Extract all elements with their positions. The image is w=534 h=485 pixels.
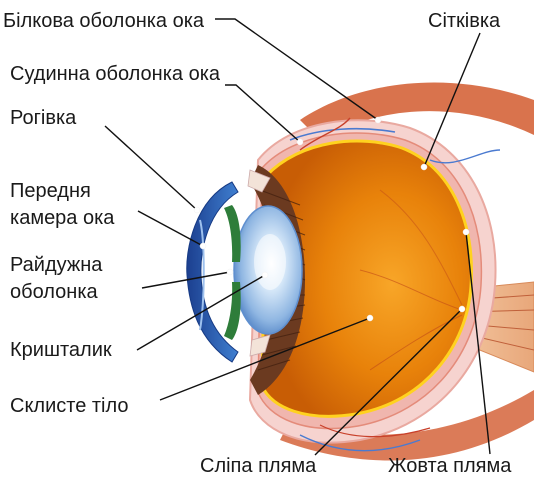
label-cornea: Рогівка	[10, 107, 77, 129]
dot-blind-spot	[459, 306, 465, 312]
label-lens: Кришталик	[10, 339, 112, 361]
label-iris-line1: Райдужна	[10, 254, 103, 276]
label-sclera: Білкова оболонка ока	[3, 10, 205, 32]
label-anterior-chamber-line2: камера ока	[10, 207, 115, 229]
dot-cornea	[194, 207, 200, 213]
leader-iris	[142, 272, 230, 288]
label-choroid: Судинна оболонка ока	[10, 63, 221, 85]
dot-iris	[227, 269, 233, 275]
dot-choroid	[297, 139, 303, 145]
leader-choroid	[225, 85, 300, 142]
label-iris-line2: оболонка	[10, 281, 99, 303]
dot-retina	[421, 164, 427, 170]
label-yellow-spot: Жовта пляма	[388, 455, 512, 477]
label-retina: Сітківка	[428, 10, 501, 32]
leader-cornea	[105, 126, 197, 210]
leader-anterior-chamber	[138, 211, 203, 246]
dot-vitreous-body	[367, 315, 373, 321]
label-vitreous-body: Склисте тіло	[10, 395, 129, 417]
label-blind-spot: Сліпа пляма	[200, 455, 317, 477]
dot-lens	[262, 272, 268, 278]
dot-anterior-chamber	[200, 243, 206, 249]
dot-sclera	[375, 117, 381, 123]
label-anterior-chamber-line1: Передня	[10, 180, 91, 202]
dot-yellow-spot	[463, 229, 469, 235]
